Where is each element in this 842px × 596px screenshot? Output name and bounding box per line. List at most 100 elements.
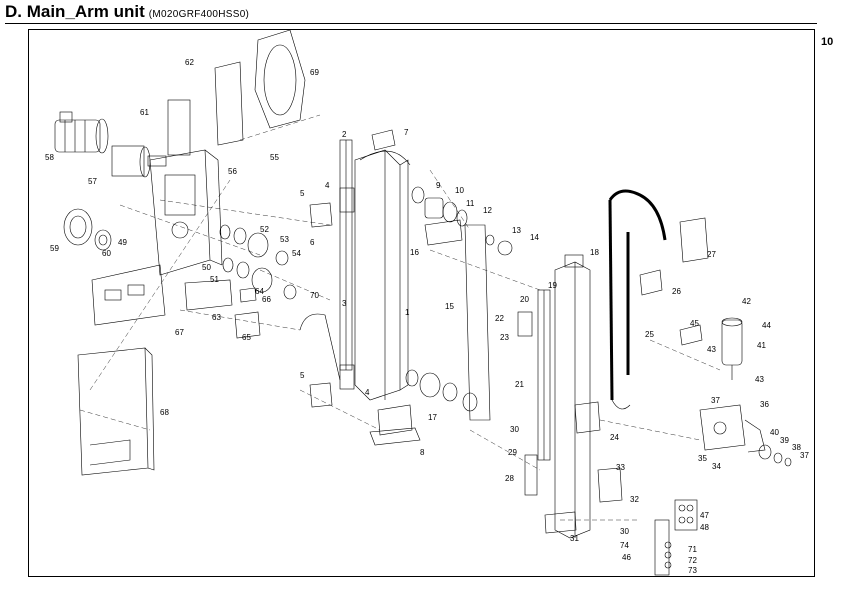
part-callout-17: 17 <box>428 413 437 422</box>
part-callout-63: 63 <box>212 313 221 322</box>
part-callout-6: 6 <box>310 238 315 247</box>
part-callout-41: 41 <box>757 341 766 350</box>
part-callout-70: 70 <box>310 291 319 300</box>
part-callout-52: 52 <box>260 225 269 234</box>
main-column <box>339 139 411 401</box>
valve-manifold <box>654 499 698 576</box>
gripper-assembly <box>699 404 792 467</box>
part-callout-25: 25 <box>645 330 654 339</box>
part-callout-49: 49 <box>118 238 127 247</box>
part-callout-39: 39 <box>780 436 789 445</box>
part-callout-46: 46 <box>622 553 631 562</box>
part-callout-3: 3 <box>342 299 347 308</box>
part-callout-5: 5 <box>300 371 305 380</box>
part-callout-7: 7 <box>404 128 409 137</box>
timing-belt <box>464 224 491 421</box>
title-text: D. Main_Arm unit <box>5 2 145 21</box>
idler-rollers <box>405 186 513 412</box>
part-callout-53: 53 <box>280 235 289 244</box>
part-callout-29: 29 <box>508 448 517 457</box>
part-callout-43: 43 <box>755 375 764 384</box>
part-callout-50: 50 <box>202 263 211 272</box>
upper-cover <box>254 29 306 129</box>
part-callout-20: 20 <box>520 295 529 304</box>
secondary-column <box>537 254 591 539</box>
part-callout-18: 18 <box>590 248 599 257</box>
part-callout-58: 58 <box>45 153 54 162</box>
side-plate <box>167 99 191 156</box>
part-callout-22: 22 <box>495 314 504 323</box>
model-code: (M020GRF400HSS0) <box>148 9 250 20</box>
pulley-set <box>63 208 112 251</box>
part-callout-71: 71 <box>688 545 697 554</box>
diagram-frame <box>28 29 815 577</box>
part-callout-38: 38 <box>792 443 801 452</box>
mount-block <box>184 279 233 311</box>
part-callout-9: 9 <box>436 181 441 190</box>
part-callout-62: 62 <box>185 58 194 67</box>
part-callout-1: 1 <box>405 308 410 317</box>
bearing-stack <box>219 224 297 300</box>
chain-bracket <box>679 217 709 263</box>
part-callout-34: 34 <box>712 462 721 471</box>
part-callout-2: 2 <box>342 130 347 139</box>
part-callout-21: 21 <box>515 380 524 389</box>
part-callout-14: 14 <box>530 233 539 242</box>
top-bracket <box>214 61 244 146</box>
part-callout-27: 27 <box>707 250 716 259</box>
part-callout-40: 40 <box>770 428 779 437</box>
cable-chain <box>608 189 667 410</box>
part-callout-45: 45 <box>690 319 699 328</box>
part-callout-23: 23 <box>500 333 509 342</box>
gear-rack <box>339 187 355 213</box>
part-callout-66: 66 <box>262 295 271 304</box>
part-callout-30: 30 <box>620 527 629 536</box>
part-callout-59: 59 <box>50 244 59 253</box>
part-callout-4: 4 <box>365 388 370 397</box>
part-callout-4: 4 <box>325 181 330 190</box>
part-callout-35: 35 <box>698 454 707 463</box>
part-callout-68: 68 <box>160 408 169 417</box>
part-callout-24: 24 <box>610 433 619 442</box>
part-callout-26: 26 <box>672 287 681 296</box>
gear-reducer <box>111 145 167 178</box>
part-callout-47: 47 <box>700 511 709 520</box>
assembly-guide-lines <box>79 114 721 521</box>
part-callout-61: 61 <box>140 108 149 117</box>
part-callout-69: 69 <box>310 68 319 77</box>
part-callout-28: 28 <box>505 474 514 483</box>
part-callout-48: 48 <box>700 523 709 532</box>
part-callout-11: 11 <box>466 199 475 208</box>
part-callout-37: 37 <box>711 396 720 405</box>
part-callout-60: 60 <box>102 249 111 258</box>
page-title: D. Main_Arm unit(M020GRF400HSS0) <box>5 2 249 22</box>
part-callout-55: 55 <box>270 153 279 162</box>
part-callout-37: 37 <box>800 451 809 460</box>
arm-base-plate <box>149 149 223 276</box>
part-callout-30: 30 <box>510 425 519 434</box>
part-callout-36: 36 <box>760 400 769 409</box>
part-callout-12: 12 <box>483 206 492 215</box>
part-callout-51: 51 <box>210 275 219 284</box>
part-callout-42: 42 <box>742 297 751 306</box>
part-callout-74: 74 <box>620 541 629 550</box>
bracket-plate <box>91 264 166 326</box>
flat-belt <box>299 313 341 381</box>
part-callout-8: 8 <box>420 448 425 457</box>
servo-motor <box>54 111 109 154</box>
part-callout-44: 44 <box>762 321 771 330</box>
part-callout-56: 56 <box>228 167 237 176</box>
part-callout-19: 19 <box>548 281 557 290</box>
part-callout-31: 31 <box>570 534 579 543</box>
part-callout-64: 64 <box>255 287 264 296</box>
title-rule <box>5 23 817 24</box>
part-callout-65: 65 <box>242 333 251 342</box>
page-number: 10 <box>821 36 834 48</box>
part-callout-15: 15 <box>445 302 454 311</box>
part-callout-73: 73 <box>688 566 697 575</box>
part-callout-57: 57 <box>88 177 97 186</box>
part-callout-33: 33 <box>616 463 625 472</box>
part-callout-43: 43 <box>707 345 716 354</box>
part-callout-54: 54 <box>292 249 301 258</box>
